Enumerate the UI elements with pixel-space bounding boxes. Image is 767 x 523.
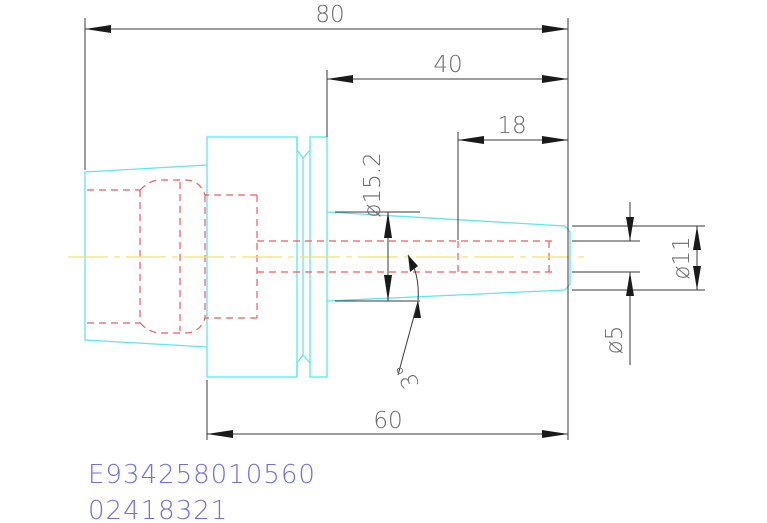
dim-body-length: 60 — [206, 380, 568, 440]
dim-label-18: 18 — [497, 113, 526, 139]
arrow-right-icon — [542, 25, 568, 33]
groove-edge-bottom — [302, 354, 311, 364]
angle-leader — [397, 304, 418, 376]
part-code-line-2: 02418321 — [88, 496, 228, 523]
arrow-angle-top-icon — [408, 255, 418, 272]
dim-label-40: 40 — [433, 52, 462, 78]
arrow-right-icon — [542, 136, 568, 144]
arrow-up-icon — [626, 272, 634, 296]
dim-label-11: ø11 — [669, 236, 695, 279]
dim-taper-diameter: ø15.2 — [335, 152, 420, 302]
part-code-line-1: E934258010560 — [88, 460, 316, 490]
arrow-up-icon — [693, 226, 701, 250]
arrow-down-icon — [693, 266, 701, 290]
groove-edge-top — [302, 149, 311, 159]
arrow-left-icon — [207, 430, 233, 438]
arrow-down-icon — [626, 217, 634, 241]
hidden-pocket-bottom — [139, 317, 257, 334]
dim-taper-angle: 3° — [392, 254, 425, 392]
dim-label-80: 80 — [315, 2, 344, 28]
shank-outline — [84, 164, 208, 348]
arrow-left-icon — [458, 136, 484, 144]
dim-taper-length: 40 — [326, 52, 568, 137]
dim-tip-bore-diameter: ø5 — [572, 202, 640, 365]
dim-overall-length: 80 — [84, 2, 569, 440]
dim-label-15-2: ø15.2 — [360, 152, 386, 217]
arrow-left-icon — [327, 75, 353, 83]
arrow-down-icon — [384, 275, 392, 301]
dim-tip-length: 18 — [457, 113, 568, 240]
nose-outline — [326, 211, 571, 302]
dim-label-5: ø5 — [602, 326, 628, 355]
arrow-right-icon — [542, 430, 568, 438]
dim-tip-outer-diameter: ø11 — [572, 225, 705, 291]
hidden-pocket-top — [139, 179, 257, 196]
arrow-left-icon — [85, 25, 111, 33]
dim-label-3-deg: 3° — [392, 359, 425, 392]
arrow-up-icon — [384, 212, 392, 238]
dim-label-60: 60 — [373, 408, 402, 434]
arrow-right-icon — [542, 75, 568, 83]
